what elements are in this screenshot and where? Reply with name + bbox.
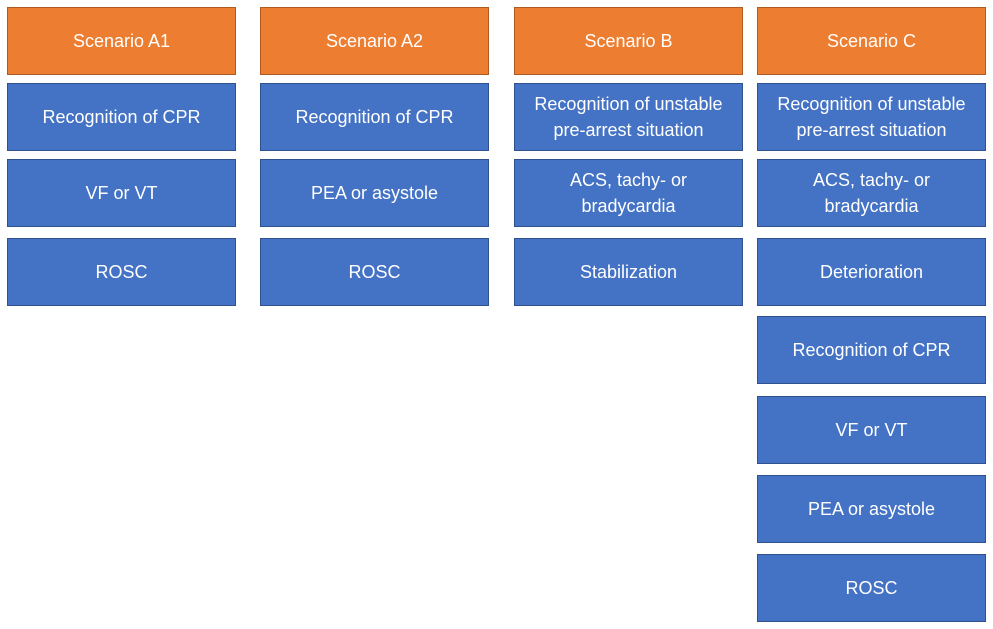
scenario-step: Recognition of unstable pre-arrest situa… [757,83,986,151]
scenario-step: VF or VT [757,396,986,464]
scenario-step: Recognition of CPR [7,83,236,151]
step-label: ROSC [95,262,148,282]
step-label: PEA or asystole [807,499,936,519]
scenario-step: PEA or asystole [260,159,489,227]
scenario-step: Deterioration [757,238,986,306]
step-label: ROSC [348,262,401,282]
step-label: Stabilization [579,262,678,282]
scenario-header: Scenario B [514,7,743,75]
step-label: Recognition of CPR [792,340,951,360]
scenario-step: ROSC [260,238,489,306]
scenario-title: Scenario C [826,31,917,51]
step-label: Recognition of CPR [295,107,454,127]
step-label: VF or VT [835,420,908,440]
step-label: PEA or asystole [310,183,439,203]
scenario-step: Recognition of CPR [757,316,986,384]
scenario-step: Stabilization [514,238,743,306]
scenario-step: VF or VT [7,159,236,227]
scenario-step: PEA or asystole [757,475,986,543]
step-label: ACS, tachy- or bradycardia [569,170,688,216]
scenario-header: Scenario A2 [260,7,489,75]
scenario-header: Scenario C [757,7,986,75]
scenario-title: Scenario A1 [72,31,171,51]
scenario-step: ROSC [757,554,986,622]
step-label: Recognition of unstable pre-arrest situa… [534,94,723,140]
step-label: ACS, tachy- or bradycardia [812,170,931,216]
step-label: VF or VT [85,183,158,203]
step-label: Recognition of CPR [42,107,201,127]
scenario-title: Scenario B [584,31,673,51]
scenario-step: Recognition of CPR [260,83,489,151]
step-label: Recognition of unstable pre-arrest situa… [777,94,966,140]
scenario-step: ACS, tachy- or bradycardia [514,159,743,227]
scenario-step: ROSC [7,238,236,306]
scenario-step: ACS, tachy- or bradycardia [757,159,986,227]
step-label: Deterioration [819,262,924,282]
step-label: ROSC [845,578,898,598]
scenario-step: Recognition of unstable pre-arrest situa… [514,83,743,151]
scenario-header: Scenario A1 [7,7,236,75]
scenario-title: Scenario A2 [325,31,424,51]
